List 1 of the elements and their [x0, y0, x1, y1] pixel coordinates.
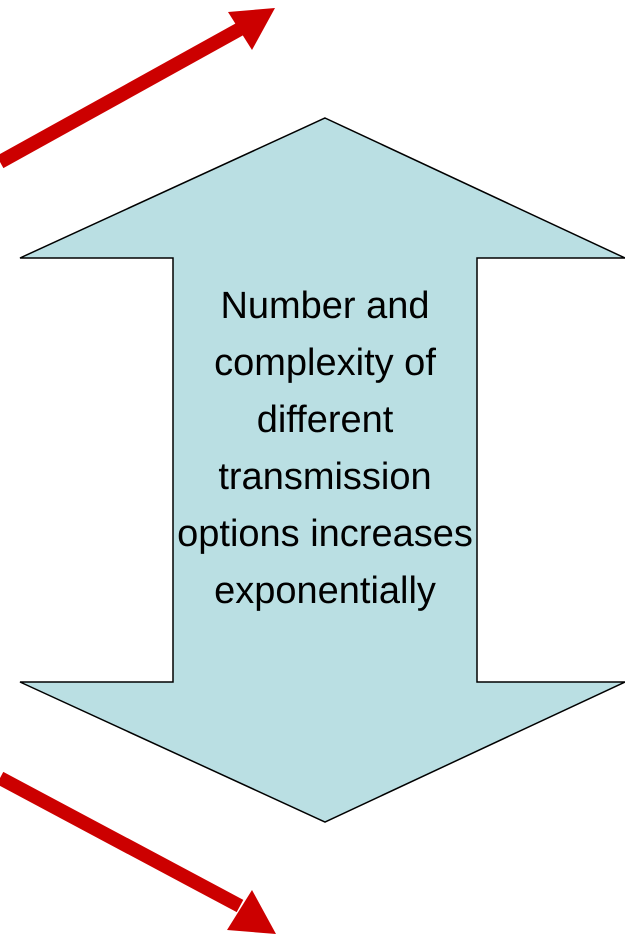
arrow-text: Number and complexity of different transmission options increases exponentially: [176, 284, 474, 614]
